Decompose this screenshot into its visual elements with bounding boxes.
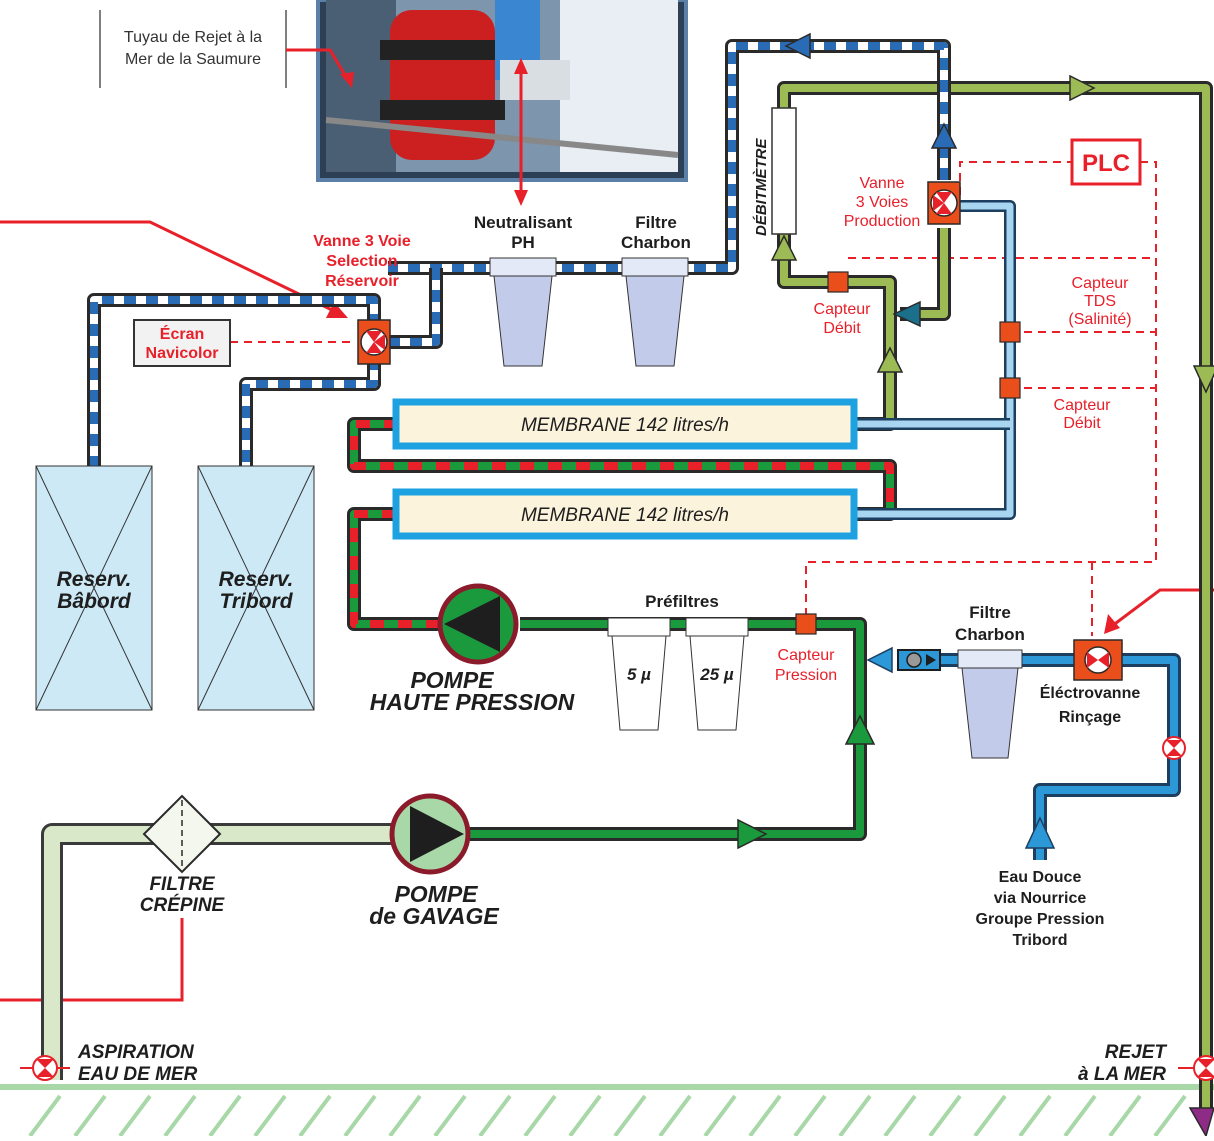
reject-pipe: [784, 88, 1206, 1110]
filtre-charbon-bot-line1: Filtre: [969, 603, 1011, 622]
filtre-charbon-top-line2: Charbon: [621, 233, 691, 252]
prefilter-25: 25 µ: [686, 618, 748, 730]
brine-callout-line2: Mer de la Saumure: [125, 51, 261, 68]
filter-neutralisant-ph: Neutralisant PH: [474, 213, 573, 366]
prefiltres-label: Préfiltres: [645, 592, 719, 611]
filtre-crepine: [144, 796, 220, 872]
filtre-charbon-bot-line2: Charbon: [955, 625, 1025, 644]
debitmetre-label: DÉBITMÈTRE: [753, 138, 770, 236]
check-valve-carbon: [898, 650, 940, 670]
sensor-debit-top: [828, 272, 848, 292]
vanne-prod-line1: Vanne: [859, 175, 904, 192]
sea-floor: [0, 1084, 1214, 1136]
filter-charbon-bottom: [958, 650, 1022, 758]
membrane-1-label: MEMBRANE 142 litres/h: [521, 415, 729, 436]
electrovanne-line2: Rinçage: [1059, 709, 1121, 726]
reservoir-babord-line1: Reserv.: [57, 568, 132, 591]
sensor-debit-right: [1000, 378, 1020, 398]
pompe-gavage-line2: de GAVAGE: [369, 903, 499, 929]
capteur-debit-right-line2: Débit: [1063, 415, 1101, 432]
capteur-pression-line1: Capteur: [778, 647, 836, 664]
capteur-debit-right-line1: Capteur: [1054, 397, 1112, 414]
vanne-sel-line1: Vanne 3 Voie: [313, 233, 411, 250]
eau-douce-line4: Tribord: [1012, 932, 1067, 949]
rejet-line1: REJET: [1105, 1042, 1168, 1063]
valve-production: [928, 182, 960, 224]
check-valve-freshwater: [1163, 737, 1185, 759]
vanne-prod-line2: 3 Voies: [856, 194, 908, 211]
electrovanne-line1: Éléctrovanne: [1040, 683, 1141, 702]
debitmetre: DÉBITMÈTRE: [753, 108, 796, 236]
reservoir-tribord-line1: Reserv.: [219, 568, 294, 591]
capteur-tds-line2: TDS: [1084, 293, 1116, 310]
capteur-pression-line2: Pression: [775, 667, 837, 684]
filtre-crepine-line1: FILTRE: [149, 874, 215, 895]
filter-charbon-top: Filtre Charbon: [621, 213, 691, 366]
capteur-debit-top-line2: Débit: [823, 320, 861, 337]
pompe-hp-line2: HAUTE PRESSION: [370, 689, 575, 715]
valve-selection: [358, 320, 390, 364]
aspiration-line2: EAU DE MER: [78, 1064, 198, 1085]
plc-box: PLC: [1072, 140, 1140, 184]
capteur-tds-line1: Capteur: [1072, 275, 1130, 292]
pointer-electrovanne-arrow: [1104, 614, 1120, 634]
vanne-sel-line3: Réservoir: [325, 273, 399, 290]
ecran-line1: Écran: [160, 324, 204, 343]
installation-photo: [318, 0, 686, 180]
freshwater-pipe: [854, 206, 1174, 860]
pointer-filtre-crepine: [0, 918, 182, 1000]
membrane-1: MEMBRANE 142 litres/h: [396, 402, 854, 446]
reservoir-tribord-line2: Tribord: [219, 590, 293, 613]
neutralisant-line1: Neutralisant: [474, 213, 573, 232]
pompe-haute-pression: [440, 586, 516, 662]
plc-label: PLC: [1082, 150, 1130, 177]
capteur-tds-line3: (Salinité): [1068, 311, 1131, 328]
sensor-pression: [796, 614, 816, 634]
reservoir-babord-line2: Bâbord: [57, 590, 132, 613]
brine-callout-line1: Tuyau de Rejet à la: [124, 29, 262, 46]
sensor-tds: [1000, 322, 1020, 342]
eau-douce-line3: Groupe Pression: [976, 911, 1105, 928]
aspiration-line1: ASPIRATION: [77, 1042, 195, 1063]
prefilter-5: 5 µ: [608, 618, 670, 730]
prefilter-25-label: 25 µ: [699, 665, 734, 684]
brine-callout: Tuyau de Rejet à la Mer de la Saumure: [100, 10, 354, 88]
electrovanne-rincage: [1074, 640, 1122, 680]
prefilter-5-label: 5 µ: [627, 665, 651, 684]
reservoir-babord: Reserv. Bâbord: [36, 466, 152, 710]
ecran-navicolor: Écran Navicolor: [134, 320, 230, 366]
ecran-line2: Navicolor: [146, 345, 219, 362]
rejet-line2: à LA MER: [1078, 1064, 1166, 1085]
membrane-2: MEMBRANE 142 litres/h: [396, 492, 854, 536]
photo-pointer-arrow-down: [514, 190, 528, 206]
vanne-sel-line2: Selection: [326, 253, 397, 270]
eau-douce-line2: via Nourrice: [994, 890, 1087, 907]
reservoir-tribord: Reserv. Tribord: [198, 466, 314, 710]
neutralisant-line2: PH: [511, 233, 535, 252]
pointer-electrovanne: [1112, 590, 1214, 626]
vanne-prod-line3: Production: [844, 213, 921, 230]
eau-douce-line1: Eau Douce: [999, 869, 1082, 886]
pompe-gavage: [392, 796, 468, 872]
capteur-debit-top-line1: Capteur: [814, 301, 872, 318]
membrane-2-label: MEMBRANE 142 litres/h: [521, 505, 729, 526]
valve-rejet: [1178, 1056, 1214, 1080]
filtre-crepine-line2: CRÉPINE: [140, 894, 226, 916]
filtre-charbon-top-line1: Filtre: [635, 213, 677, 232]
